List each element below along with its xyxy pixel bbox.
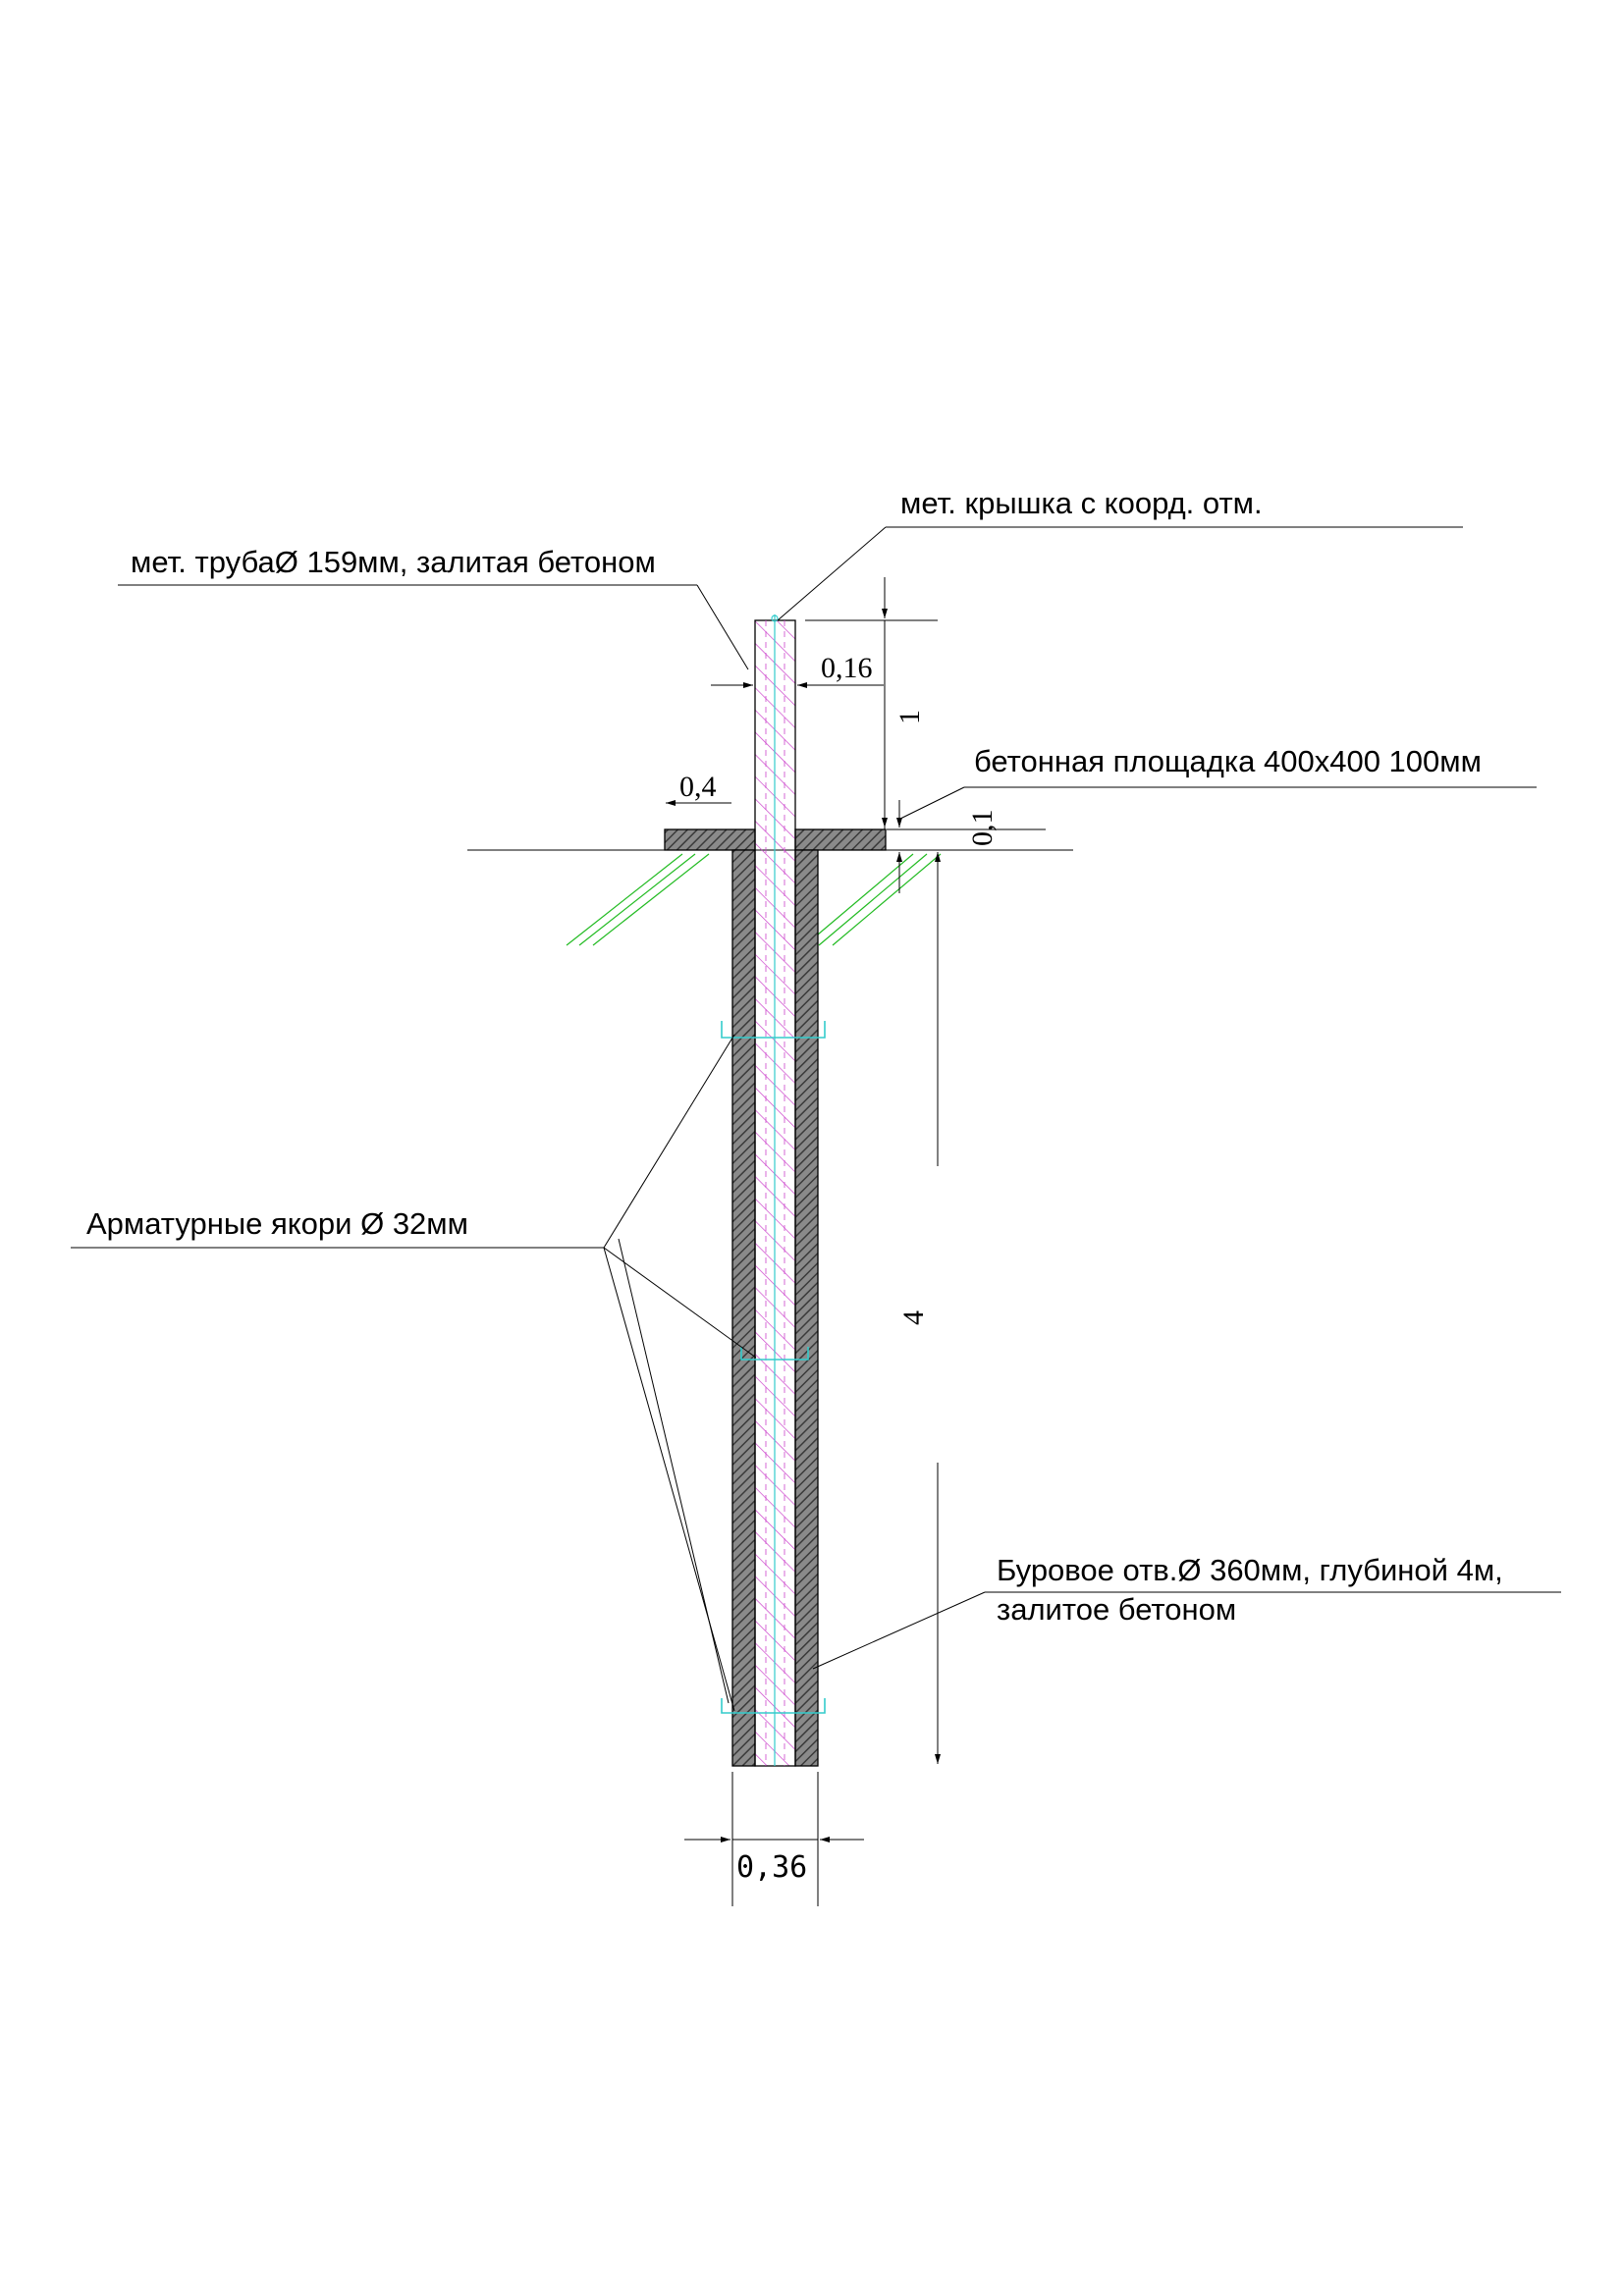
soil-hatch-right <box>804 853 942 946</box>
dim-pad-overhang-text: 0,4 <box>679 771 717 803</box>
anchor-middle <box>740 1347 809 1361</box>
dim-borehole-width <box>684 1772 864 1906</box>
dim-pipe-height <box>805 577 938 829</box>
soil-hatch-left <box>566 853 710 946</box>
anchor-bottom <box>721 1698 826 1714</box>
borehole-label-line1: Буровое отв.Ø 360мм, глубиной 4м, <box>997 1553 1503 1587</box>
borehole-wall-right <box>794 849 819 1767</box>
pad-label: бетонная площадка 400х400 100мм <box>974 744 1482 778</box>
dim-pad-thickness <box>887 800 1046 893</box>
dim-borehole-width-text: 0,36 <box>736 1850 807 1885</box>
dim-pipe-height-text: 1 <box>893 710 926 724</box>
anchors-label: Арматурные якори Ø 32мм <box>86 1206 468 1241</box>
concrete-pad-right <box>794 828 887 851</box>
dim-borehole-depth-text: 4 <box>897 1310 930 1325</box>
borehole-label-line2: залитое бетоном <box>997 1592 1236 1627</box>
pipe-label: мет. трубаØ 159мм, залитая бетоном <box>131 545 656 579</box>
dim-pipe-width-text: 0,16 <box>821 652 873 684</box>
cap-label: мет. крышка с коорд. отм. <box>900 486 1263 520</box>
dim-pad-thickness-text: 0,1 <box>966 810 999 847</box>
anchor-top <box>721 1021 826 1039</box>
concrete-pad-left <box>664 828 756 851</box>
borehole-wall-left <box>731 849 756 1767</box>
cap-mark <box>771 614 779 622</box>
